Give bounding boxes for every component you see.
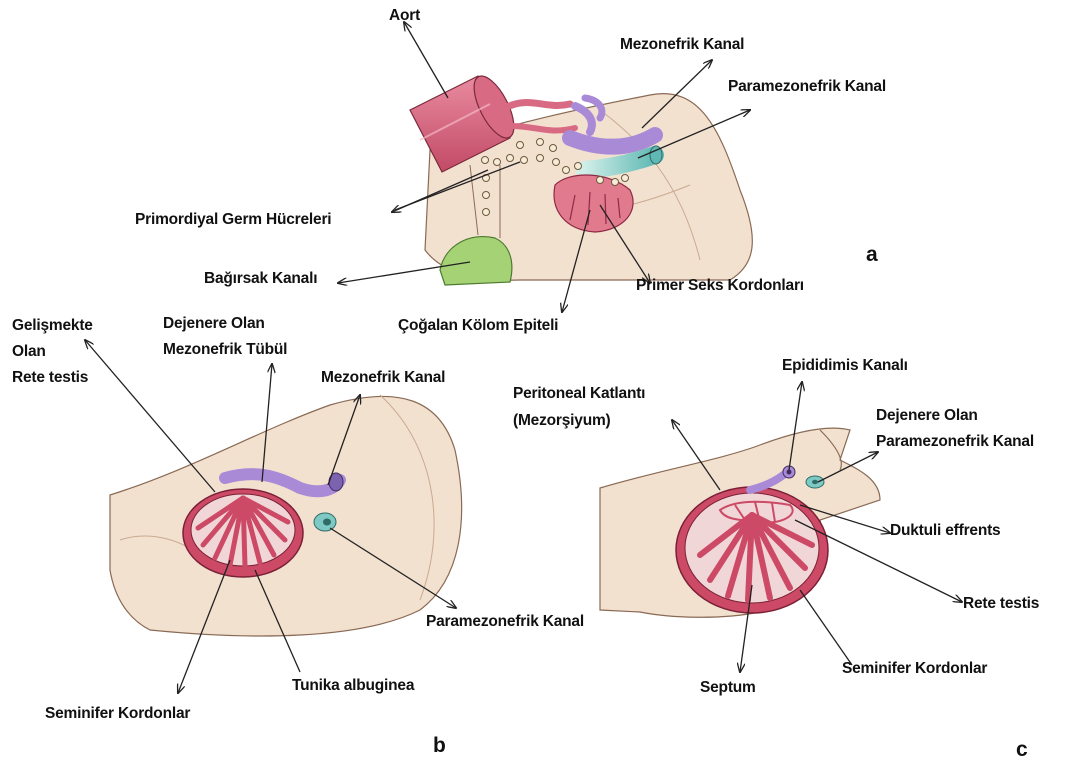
label-degenerating-tubule-line1: Dejenere Olan — [163, 312, 265, 336]
label-coelomic-epithelium: Çoğalan Kölom Epiteli — [398, 314, 558, 338]
label-mesonephric-duct-b: Mezonefrik Kanal — [321, 366, 445, 390]
label-rete-testis-c: Rete testis — [963, 592, 1039, 616]
label-degenerating-pm-line1: Dejenere Olan — [876, 404, 978, 428]
panel-label-a: a — [866, 243, 878, 267]
label-tunica-albuginea: Tunika albuginea — [292, 674, 414, 698]
paramesonephric-duct-b — [314, 513, 336, 531]
label-peritoneal-fold-line2: (Mezorşiyum) — [513, 409, 611, 433]
label-degenerating-tubule-line2: Mezonefrik Tübül — [163, 338, 287, 362]
label-peritoneal-fold-line1: Peritoneal Katlantı — [513, 382, 645, 406]
label-primary-sex-cords: Primer Seks Kordonları — [636, 274, 804, 298]
label-ductuli-efferentes: Duktuli effrents — [890, 519, 1000, 543]
label-paramesonephric-duct-a: Paramezonefrik Kanal — [728, 75, 886, 99]
label-mesonephric-duct-a: Mezonefrik Kanal — [620, 33, 744, 57]
label-paramesonephric-duct-b: Paramezonefrik Kanal — [426, 610, 584, 634]
label-gut: Bağırsak Kanalı — [204, 267, 317, 291]
label-primordial-germ-cells: Primordiyal Germ Hücreleri — [135, 208, 331, 232]
label-seminiferous-cords-c: Seminifer Kordonlar — [842, 657, 987, 681]
label-aorta-a: Aort — [389, 4, 420, 28]
label-rete-testis-line3-b: Rete testis — [12, 366, 88, 390]
label-seminiferous-cords-b: Seminifer Kordonlar — [45, 702, 190, 726]
label-rete-testis-line1-b: Gelişmekte — [12, 314, 93, 338]
label-rete-testis-line2-b: Olan — [12, 340, 46, 364]
degenerating-pm-duct-c — [806, 476, 824, 488]
panel-label-c: c — [1016, 738, 1028, 762]
panel-c-illustration — [600, 428, 880, 617]
panel-label-b: b — [433, 734, 446, 758]
panel-a-illustration — [410, 70, 752, 285]
label-epididymis-duct: Epididimis Kanalı — [782, 354, 908, 378]
label-septum: Septum — [700, 676, 756, 700]
label-degenerating-pm-line2: Paramezonefrik Kanal — [876, 430, 1034, 454]
